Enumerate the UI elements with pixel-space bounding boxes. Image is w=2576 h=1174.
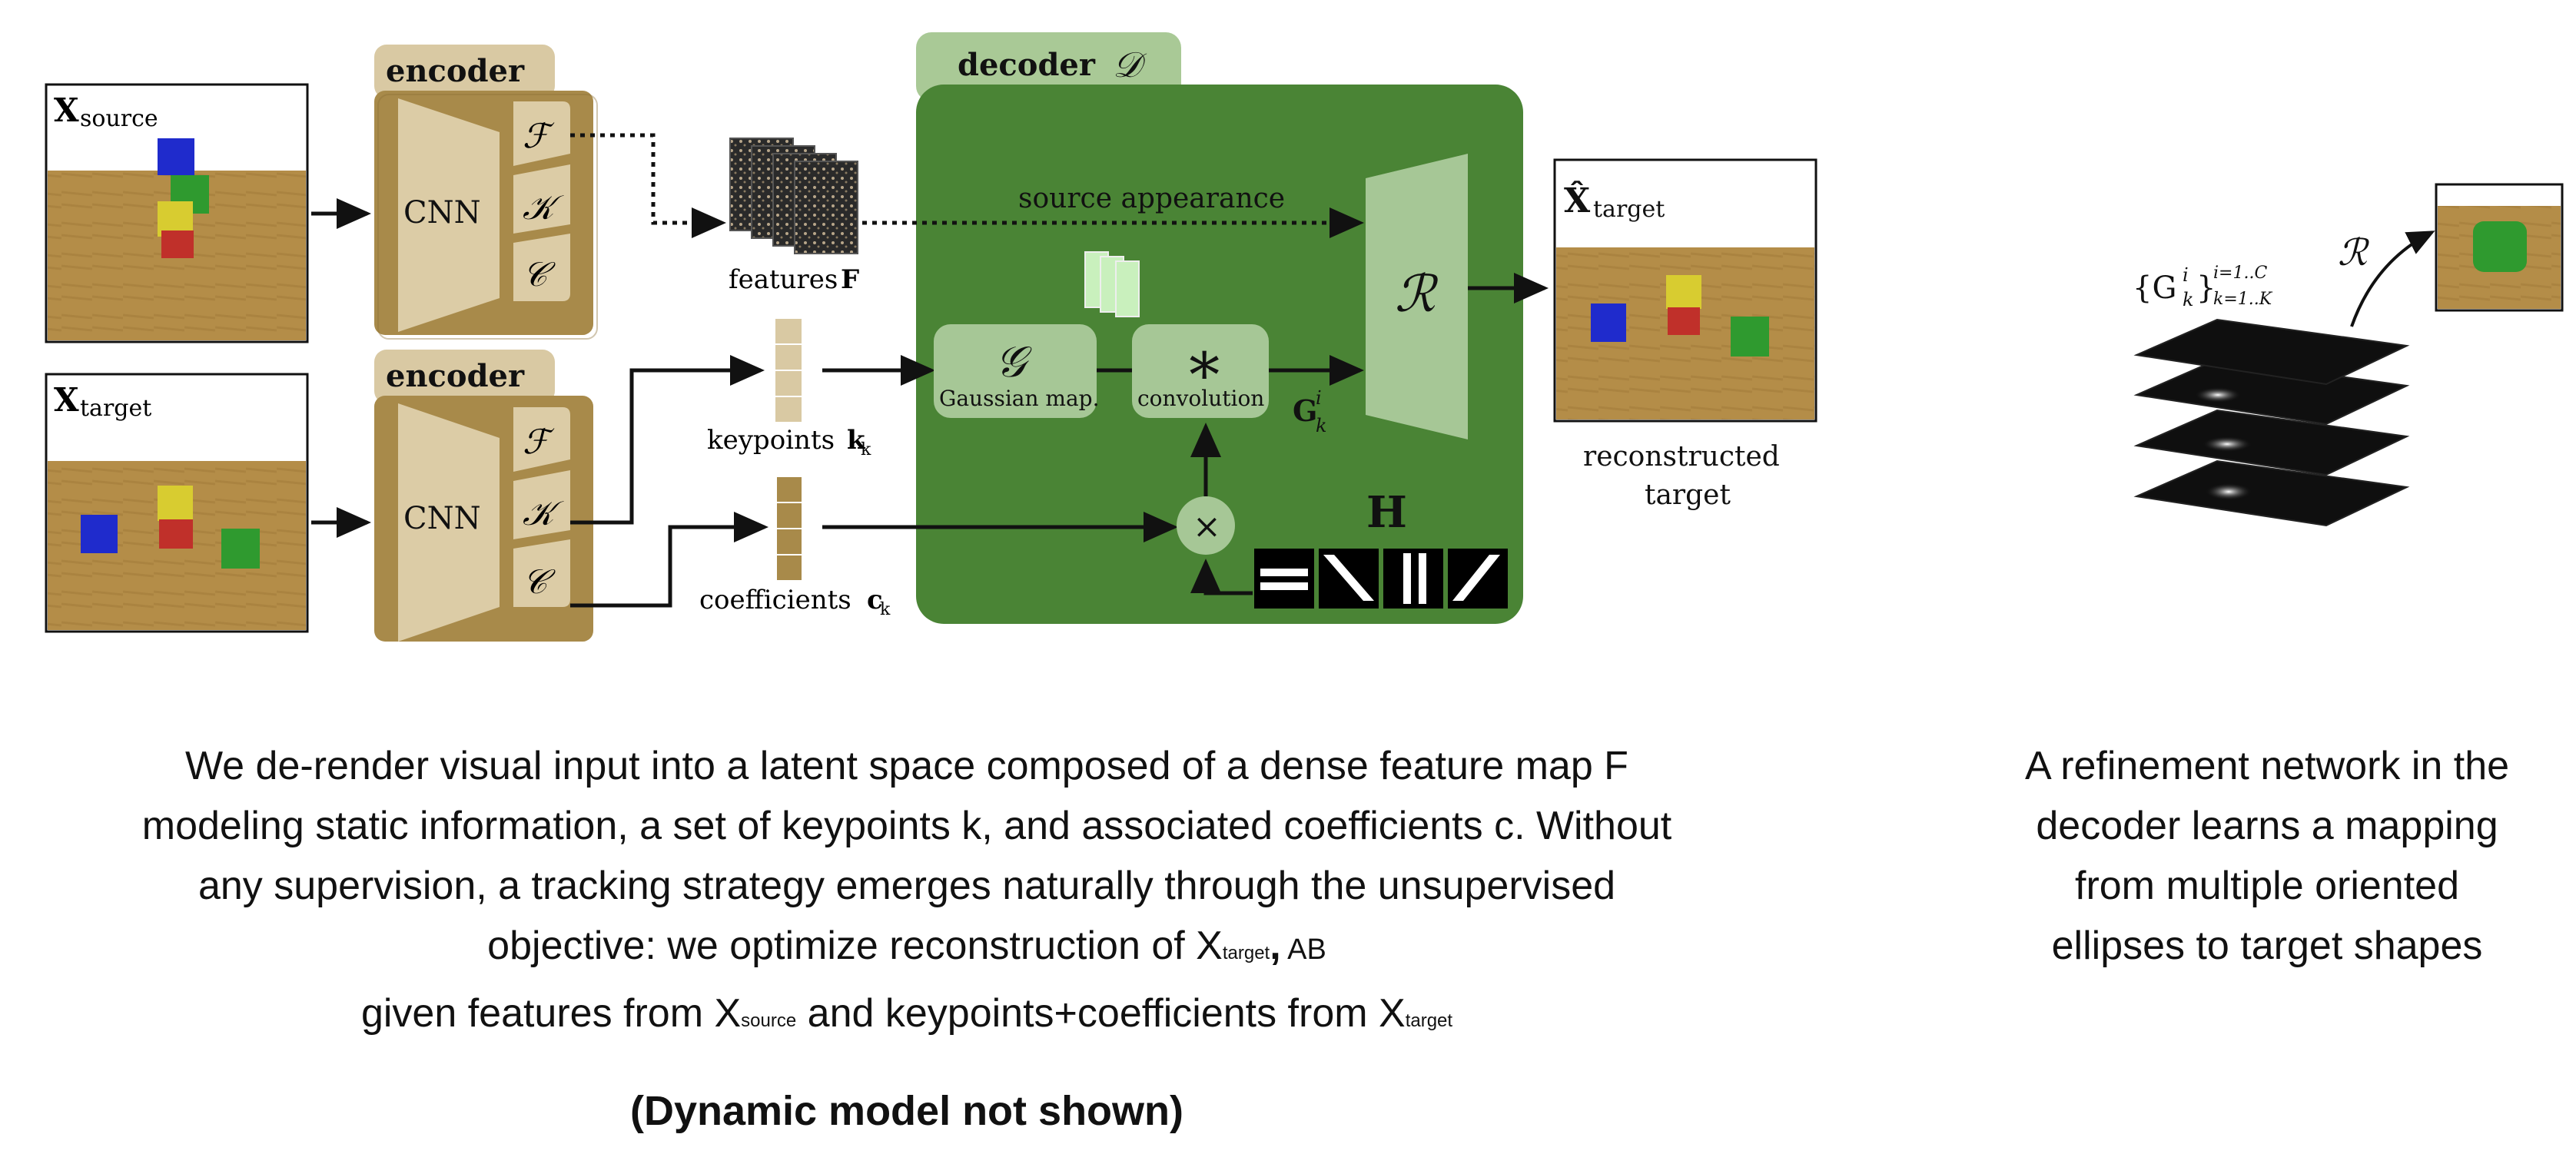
output-subscript: target — [1593, 196, 1665, 223]
keypoints-label: keypoints — [707, 425, 835, 456]
encoder-top-cnn: CNN — [403, 195, 481, 230]
caption-line-5: given features from Xsource and keypoint… — [360, 991, 1453, 1036]
target-image: X target — [45, 373, 309, 633]
convolution-block: ∗ convolution — [1132, 324, 1269, 418]
convolution-symbol: ∗ — [1183, 327, 1225, 399]
caption-line-3: any supervision, a tracking strategy eme… — [198, 864, 1616, 908]
right-caption-line-1: A refinement network in the — [2024, 744, 2510, 788]
coefficients-vector: coefficients c k — [699, 476, 891, 619]
right-caption: A refinement network in the decoder lear… — [1967, 736, 2567, 976]
R-symbol: ℛ — [1395, 264, 1439, 323]
H-label: H — [1366, 487, 1407, 538]
encoder-bottom-label: encoder — [386, 358, 525, 394]
source-label: X — [54, 91, 79, 129]
gki-label: G i k — [1293, 387, 1327, 436]
svg-text:i: i — [1316, 387, 1322, 409]
target-label-2: target — [1645, 479, 1731, 511]
right-caption-line-3: from multiple oriented — [2075, 864, 2459, 908]
svg-text:k: k — [2183, 289, 2194, 310]
R-right-symbol: ℛ — [2338, 231, 2370, 274]
keypoints-subscript: k — [861, 440, 871, 459]
svg-text:{G: {G — [2133, 270, 2176, 306]
caption-line-1: We de-render visual input into a latent … — [185, 744, 1628, 788]
output-label: X̂ — [1564, 180, 1591, 221]
refinement-network: ℛ — [1366, 154, 1468, 439]
keypoints-vector: keypoints k k — [707, 317, 871, 459]
coefficients-label: coefficients — [699, 585, 851, 615]
decoder-label: decoder — [958, 47, 1096, 83]
encoder-bottom: encoder CNN ℱ 𝒦 𝒞 — [374, 350, 593, 642]
target-label: X — [54, 381, 79, 419]
kernel-stack — [1084, 251, 1140, 317]
arrow-C-to-coefficients — [570, 512, 768, 608]
svg-text:k: k — [1316, 415, 1327, 436]
convolution-label: convolution — [1137, 386, 1264, 411]
gaussian-map-block: 𝒢 Gaussian map. — [934, 324, 1099, 418]
encoder-top: encoder CNN ℱ 𝒦 𝒞 — [374, 45, 598, 340]
source-appearance-label: source appearance — [1018, 183, 1285, 214]
svg-text:k=1..K: k=1..K — [2213, 290, 2273, 309]
H-basis: H — [1254, 487, 1508, 609]
multiply-node: × — [1177, 496, 1235, 555]
small-shape-output — [2435, 183, 2564, 312]
keypoints-symbol: k — [847, 425, 866, 456]
arrow-H-to-multiply — [1190, 559, 1253, 595]
features-label: features — [729, 264, 838, 295]
source-subscript: source — [80, 105, 158, 132]
arrow-K-to-keypoints — [570, 355, 765, 525]
coefficients-subscript: k — [880, 600, 891, 619]
right-caption-line-2: decoder learns a mapping — [2036, 804, 2498, 848]
arrow-gaussians-to-shape — [2350, 230, 2435, 327]
encoder-top-label: encoder — [386, 53, 525, 89]
gaussian-set-label: {G i k } i=1..C k=1..K — [2133, 264, 2273, 310]
right-caption-line-4: ellipses to target shapes — [2051, 924, 2483, 968]
output-image: X̂ target reconstructed target — [1553, 158, 1817, 511]
svg-text:i=1..C: i=1..C — [2213, 264, 2267, 283]
caption-line-4: objective: we optimize reconstruction of… — [487, 924, 1326, 968]
svg-text:×: × — [1193, 507, 1221, 546]
arrow-F-to-features — [570, 133, 726, 238]
gaussian-stack — [2133, 318, 2410, 527]
svg-text:G: G — [1293, 393, 1317, 428]
svg-text:}: } — [2196, 270, 2216, 306]
features-symbol: F — [841, 264, 859, 295]
target-subscript: target — [80, 395, 151, 422]
source-image: X source — [45, 83, 309, 343]
gaussian-label: Gaussian map. — [939, 386, 1099, 411]
main-caption: We de-render visual input into a latent … — [15, 736, 1798, 1051]
reconstructed-label: reconstructed — [1583, 441, 1780, 473]
feature-maps: features F — [729, 138, 859, 295]
coefficients-symbol: c — [867, 585, 883, 615]
caption-line-2: modeling static information, a set of ke… — [141, 804, 1672, 848]
encoder-bottom-cnn: CNN — [403, 501, 481, 536]
svg-text:i: i — [2183, 264, 2189, 286]
dynamic-model-note: (Dynamic model not shown) — [629, 1088, 1184, 1134]
